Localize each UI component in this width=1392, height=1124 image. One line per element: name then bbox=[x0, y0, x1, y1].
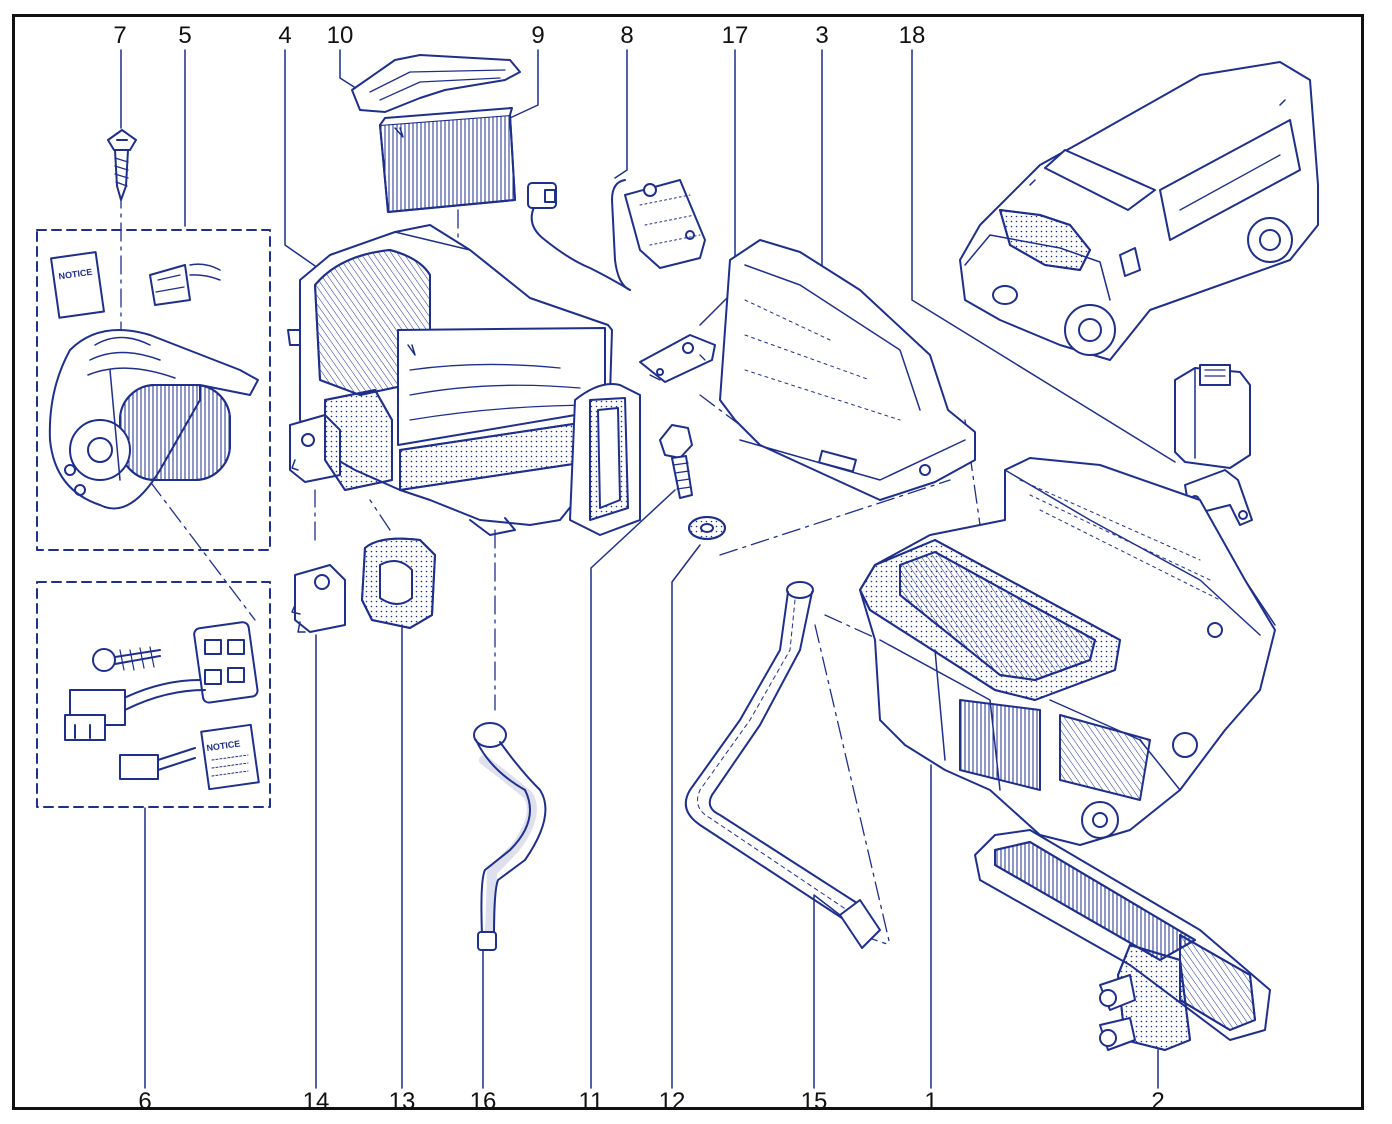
callout-12: 12 bbox=[658, 1088, 686, 1115]
part-13-seal-installed bbox=[324, 389, 393, 491]
part-13-foam-seal bbox=[361, 537, 436, 629]
part-2-heater-matrix bbox=[974, 829, 1271, 1051]
callout-8: 8 bbox=[620, 22, 634, 49]
callout-16: 16 bbox=[469, 1088, 497, 1115]
callout-11: 11 bbox=[578, 1088, 604, 1115]
part-14-expansion-valve bbox=[291, 564, 346, 633]
callout-4: 4 bbox=[278, 22, 292, 49]
callout-3: 3 bbox=[815, 22, 829, 49]
callout-2: 2 bbox=[1151, 1088, 1165, 1115]
callout-15: 15 bbox=[800, 1088, 828, 1115]
part-1-heater-housing bbox=[859, 457, 1276, 846]
part-3-cover bbox=[719, 239, 976, 501]
callout-9: 9 bbox=[531, 22, 545, 49]
part-4-duct-flange bbox=[569, 383, 641, 536]
diagram-frame bbox=[12, 14, 1364, 1110]
van-illustration bbox=[959, 61, 1319, 361]
part-10-cover bbox=[351, 54, 521, 113]
svg-text:NOTICE: NOTICE bbox=[206, 738, 241, 753]
callout-18: 18 bbox=[898, 22, 926, 49]
part-9-pollen-filter bbox=[379, 107, 516, 213]
kit-box-6 bbox=[36, 581, 271, 808]
callout-13: 13 bbox=[388, 1088, 416, 1115]
part-15-pipe bbox=[684, 581, 881, 949]
part-12-washer bbox=[688, 516, 726, 540]
part-7-screw bbox=[107, 129, 137, 201]
callout-17: 17 bbox=[721, 22, 749, 49]
callout-14: 14 bbox=[302, 1088, 330, 1115]
part-8-sensor bbox=[527, 179, 706, 291]
callout-7: 7 bbox=[113, 22, 127, 49]
callout-5: 5 bbox=[178, 22, 192, 49]
svg-text:NOTICE: NOTICE bbox=[58, 267, 93, 282]
callout-10: 10 bbox=[326, 22, 354, 49]
part-4-heater-unit bbox=[287, 224, 613, 536]
kit-box-5 bbox=[36, 229, 271, 551]
callout-1: 1 bbox=[924, 1088, 938, 1115]
part-16-drain-hose bbox=[473, 722, 547, 951]
leader-lines bbox=[120, 49, 1176, 1089]
part-11-bolt bbox=[659, 424, 693, 499]
part-17-bracket bbox=[639, 334, 716, 383]
callout-6: 6 bbox=[138, 1088, 152, 1115]
part-5-blower-motor: NOTICE bbox=[48, 251, 259, 510]
part-6-resistor-kit: NOTICE bbox=[64, 621, 260, 791]
